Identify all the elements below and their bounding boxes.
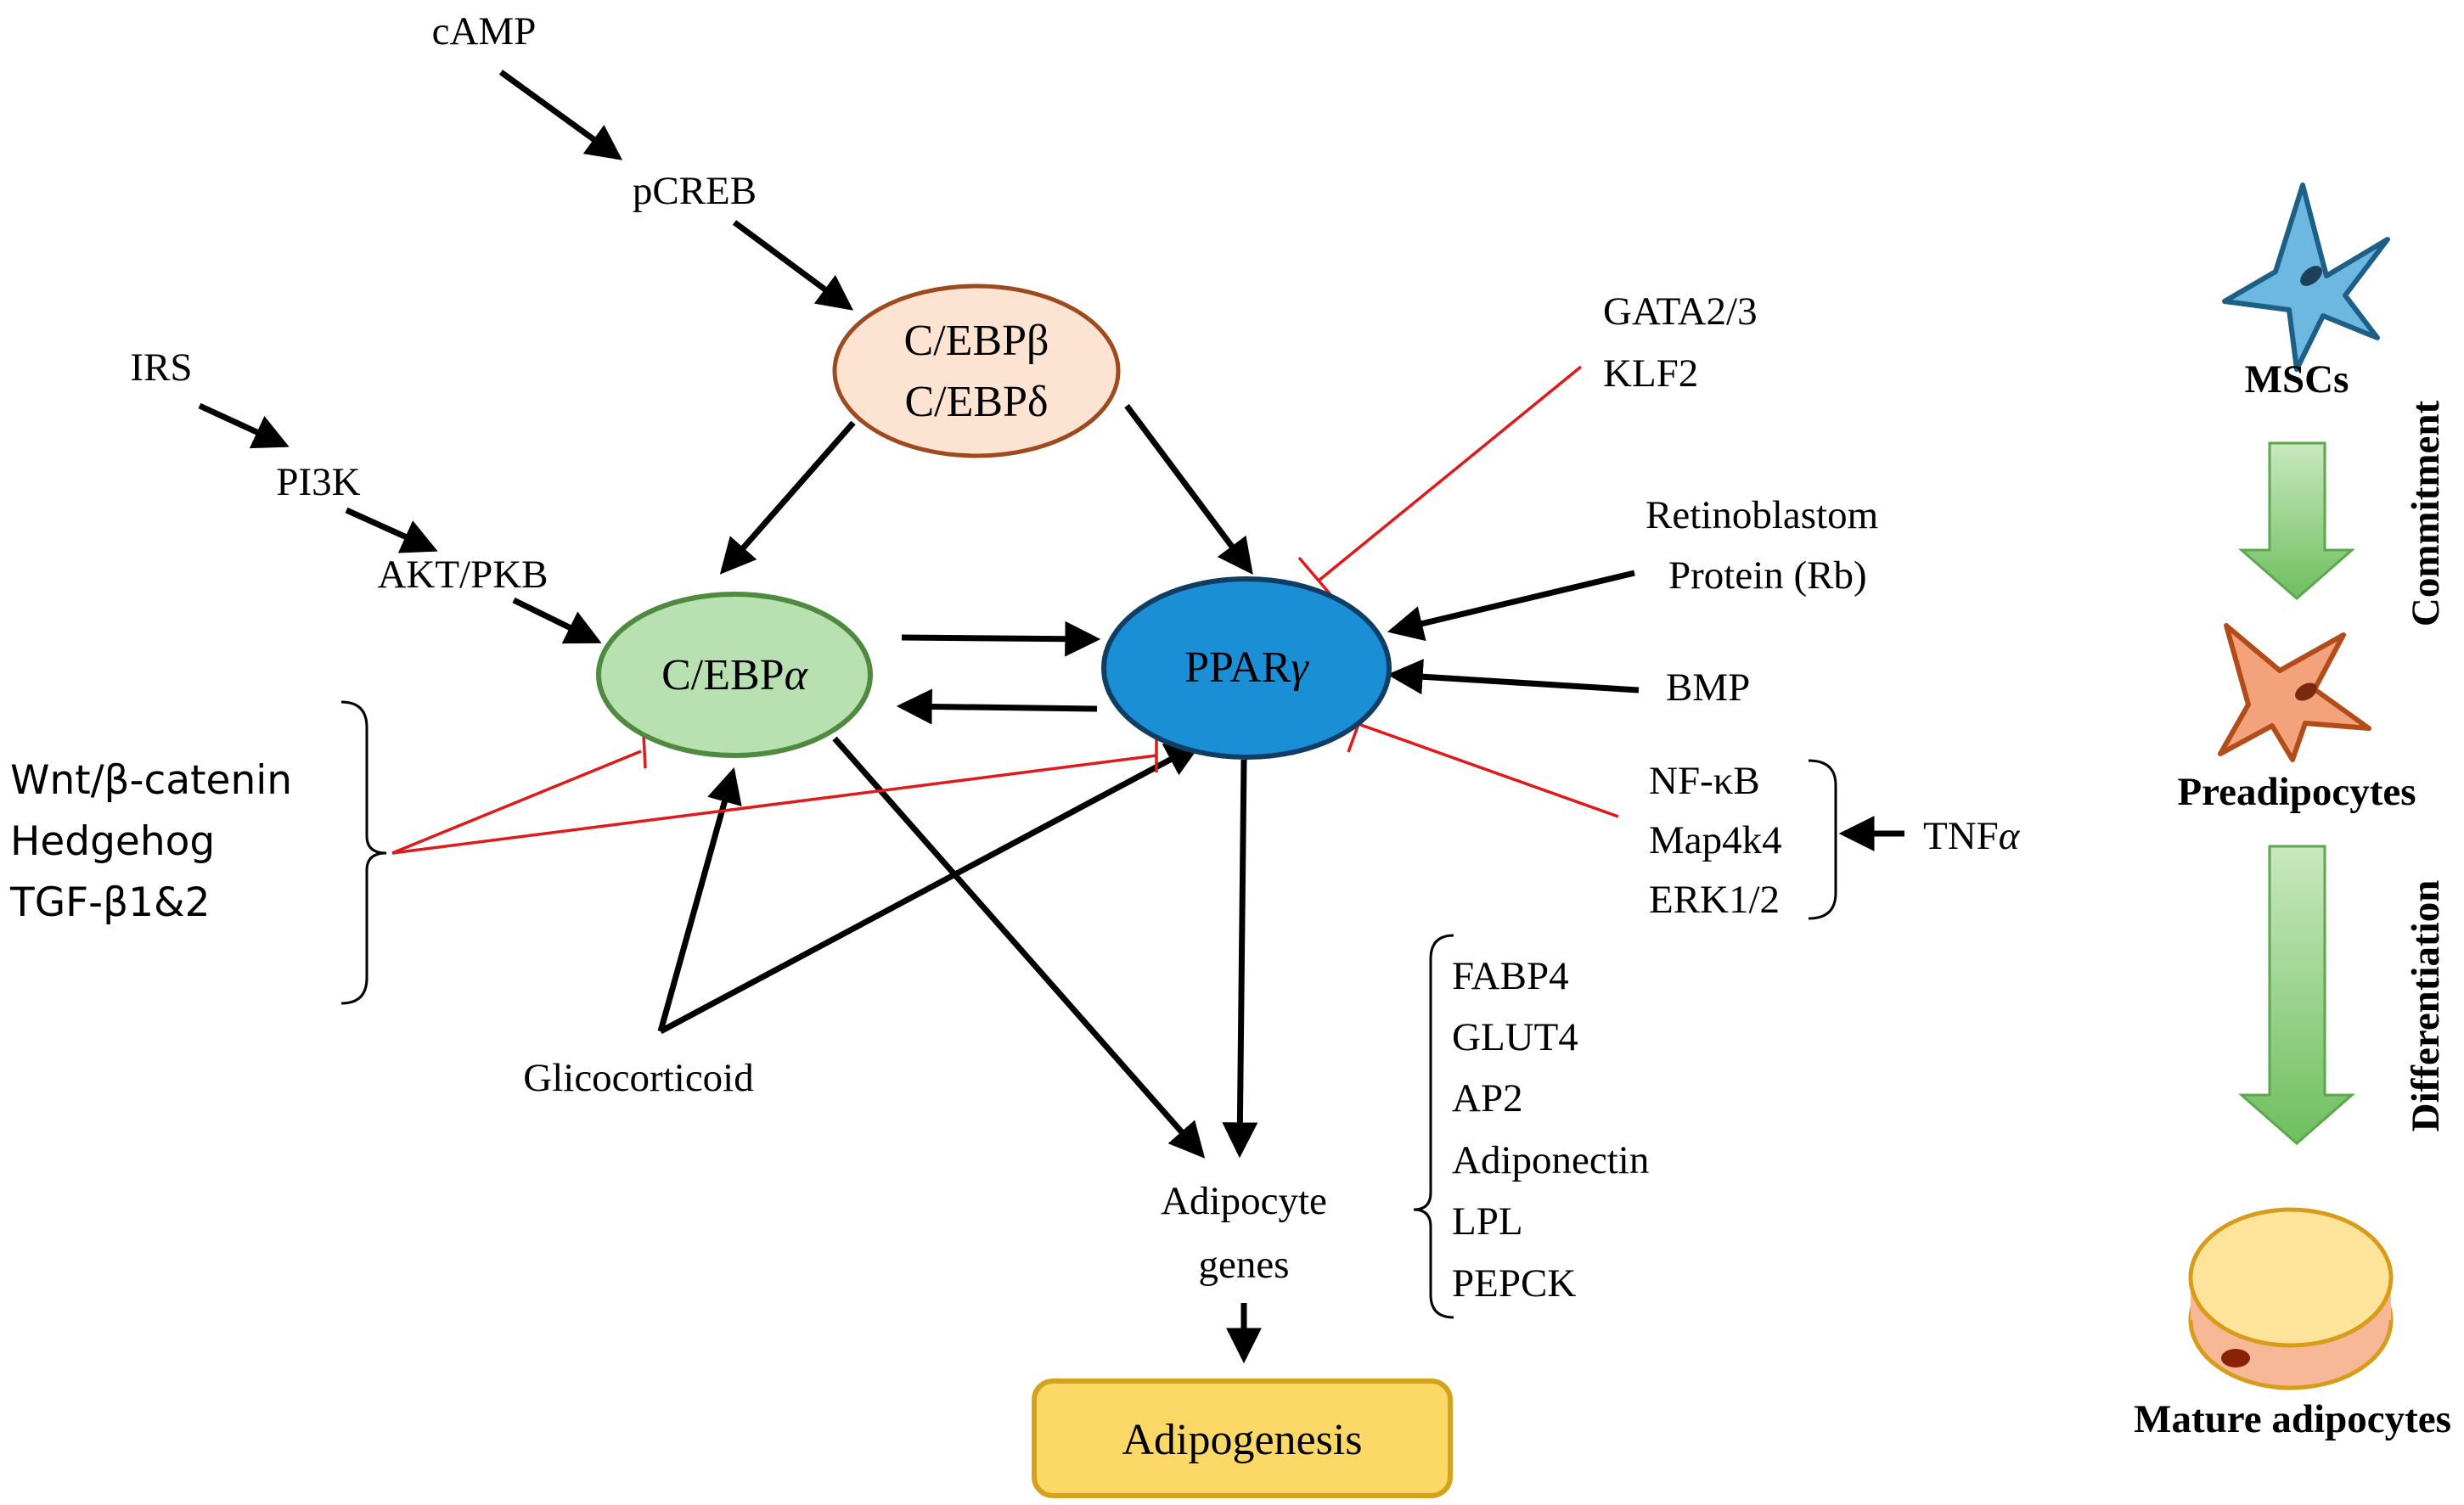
commitment-arrow: [2238, 441, 2355, 600]
preadipocyte-cell-icon: [2218, 623, 2371, 762]
label-pcreb: pCREB: [633, 169, 757, 213]
arrow-cebpb-cebpa: [719, 420, 856, 575]
label-klf2: KLF2: [1603, 351, 1698, 396]
label-tnfa: TNFα: [1923, 814, 2021, 858]
cebpa-ellipse: [596, 592, 873, 758]
label-map4k4: Map4k4: [1649, 818, 1782, 862]
inhibitor-hedgehog: Hedgehog: [10, 818, 215, 865]
label-adipocyte-genes-2: genes: [1198, 1243, 1289, 1287]
arrow-pcreb-cebpb: [732, 220, 854, 311]
arrow-glico-cebpa: [657, 767, 742, 1032]
arrow-rb-ppar: [1387, 570, 1635, 642]
label-rb-2: Protein (Rb): [1668, 553, 1867, 598]
bracket-nfkb-group: [1808, 759, 1837, 920]
ppar-label: PPARγ: [1184, 643, 1309, 692]
inhibit-wnt-cebpa: [391, 750, 642, 855]
label-preadipocytes: Preadipocytes: [2177, 770, 2416, 814]
label-akt: AKT/PKB: [377, 553, 548, 597]
brackets: [340, 700, 1837, 1319]
label-irs: IRS: [130, 345, 192, 390]
cebpa-label: C/EBPα: [661, 651, 809, 699]
inhibition-lines: [391, 365, 1619, 855]
inhibitor-wnt: Wnt/β-catenin: [10, 757, 292, 804]
arrow-cebpa-ppar: [901, 621, 1101, 657]
gene-item: AP2: [1452, 1076, 1523, 1120]
arrow-akt-cebpa: [512, 597, 602, 644]
node-cebpb: C/EBPβ C/EBPδ: [832, 284, 1121, 458]
pathway-labels: cAMP pCREB IRS PI3K AKT/PKB GATA2/3 KLF2…: [130, 9, 2020, 1287]
label-mscs: MSCs: [2245, 357, 2349, 402]
cebpb-ellipse: [832, 284, 1121, 458]
arrow-cebpa-genes: [832, 736, 1206, 1159]
gene-list: FABP4 GLUT4 AP2 Adiponectin LPL PEPCK: [1452, 954, 1649, 1306]
cebpb-label-1: C/EBPβ: [904, 317, 1049, 365]
adipogenesis-box: [1032, 1379, 1453, 1498]
gene-item: LPL: [1452, 1199, 1523, 1244]
arrow-bmp-ppar: [1387, 659, 1640, 695]
inhibitor-list: Wnt/β-catenin Hedgehog TGF-β1&2: [9, 757, 292, 926]
label-erk: ERK1/2: [1649, 878, 1780, 922]
msc-cell-icon: [2222, 183, 2390, 372]
node-adipogenesis: Adipogenesis: [1032, 1379, 1453, 1498]
gene-item: Adiponectin: [1452, 1138, 1649, 1182]
arrow-pi3k-akt: [345, 507, 438, 553]
label-bmp: BMP: [1666, 665, 1750, 710]
node-ppar: PPARγ: [1101, 576, 1392, 760]
bracket-inhibitors: [340, 700, 387, 1005]
arrow-irs-pi3k: [198, 402, 290, 449]
arrow-ppar-cebpa: [896, 688, 1098, 725]
label-gata: GATA2/3: [1603, 289, 1758, 334]
label-nfkb: NF-κB: [1649, 759, 1760, 803]
label-pi3k: PI3K: [276, 460, 360, 504]
differentiation-arrow: [2238, 845, 2355, 1145]
label-rb-1: Retinoblastom: [1645, 493, 1878, 537]
side-panel: MSCs Preadipocytes Mature adipocytes Com…: [2134, 183, 2451, 1441]
label-differentiation: Differentiation: [2404, 880, 2448, 1132]
cebpb-label-2: C/EBPδ: [905, 378, 1049, 426]
inhibit-gata-ppar: [1317, 365, 1583, 582]
label-camp: cAMP: [432, 9, 537, 53]
gene-item: FABP4: [1452, 954, 1569, 998]
inhibit-nfkb-ppar: [1358, 722, 1619, 818]
gene-item: PEPCK: [1452, 1261, 1576, 1306]
label-adipocyte-genes-1: Adipocyte: [1161, 1179, 1327, 1223]
label-commitment: Commitment: [2404, 401, 2448, 627]
node-cebpa: C/EBPα: [596, 592, 873, 758]
arrow-glico-ppar: [659, 742, 1202, 1035]
label-mature-adipocytes: Mature adipocytes: [2134, 1397, 2451, 1441]
label-glicocorticoid: Glicocorticoid: [523, 1056, 753, 1100]
arrow-cebpb-ppar: [1124, 403, 1253, 576]
ppar-ellipse: [1101, 576, 1392, 760]
inhibit-wnt-ppar: [391, 754, 1157, 855]
activation-arrows: [198, 70, 1904, 1364]
mature-adipocyte-icon: [2188, 1207, 2394, 1390]
inhibitor-tgf: TGF-β1&2: [9, 879, 211, 926]
gene-item: GLUT4: [1452, 1015, 1578, 1059]
bracket-genes: [1413, 934, 1454, 1319]
inhibit-wnt-cebpa-bar: [642, 733, 647, 769]
adipogenesis-label: Adipogenesis: [1122, 1416, 1362, 1464]
arrow-camp-pcreb: [498, 70, 623, 160]
arrow-ppar-genes: [1222, 759, 1258, 1159]
